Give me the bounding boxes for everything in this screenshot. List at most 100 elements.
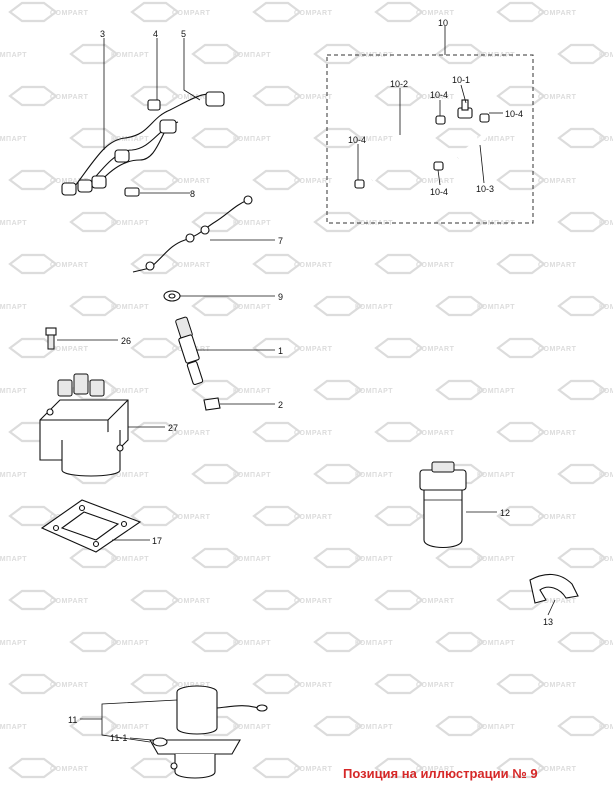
watermark-text: КОМПАРТ xyxy=(477,220,515,227)
watermark-tile: КОМПАРТ xyxy=(313,295,393,317)
watermark-tile: COMPART xyxy=(374,337,455,359)
part-10-2-hose xyxy=(369,117,442,182)
watermark-text: КОМПАРТ xyxy=(0,304,27,311)
watermark-tile: COMPART xyxy=(252,505,332,527)
watermark-tile: КОМПАРТ xyxy=(313,43,393,65)
watermark-text: COMPART xyxy=(416,262,455,269)
watermark-tile: КОМПАРТ xyxy=(435,631,515,653)
watermark-tile: КОМПАРТ xyxy=(191,463,271,485)
watermark-text: КОМПАРТ xyxy=(233,556,271,563)
watermark-text: КОМПАРТ xyxy=(111,724,149,731)
watermark-tile: COMPART xyxy=(496,85,577,107)
watermark-text: COMPART xyxy=(294,598,333,605)
watermark-text: COMPART xyxy=(294,766,333,773)
watermark-logo-icon xyxy=(374,85,424,107)
part-27-injection-pump xyxy=(39,373,129,477)
part-26-bolt xyxy=(45,327,57,350)
watermark-logo-icon xyxy=(130,505,180,527)
watermark-logo-icon xyxy=(496,253,546,275)
watermark-text: COMPART xyxy=(416,346,455,353)
watermark-tile: COMPART xyxy=(8,337,88,359)
watermark-tile: КОМПАРТ xyxy=(435,379,515,401)
watermark-tile: КОМПАРТ xyxy=(191,379,271,401)
watermark-logo-icon xyxy=(130,85,180,107)
watermark-text: КОМПАРТ xyxy=(0,472,27,479)
watermark-text: КОМПАРТ xyxy=(233,724,271,731)
watermark-logo-icon xyxy=(313,715,363,737)
watermark-tile: КОМПАРТ xyxy=(0,472,27,479)
watermark-logo-icon xyxy=(435,295,485,317)
watermark-logo-icon xyxy=(435,211,485,233)
watermark-text: COMPART xyxy=(294,262,333,269)
callout-26: 26 xyxy=(121,336,131,346)
watermark-text: КОМПАРТ xyxy=(0,556,27,563)
part-10-4-clips xyxy=(354,113,490,189)
watermark-tile: КОМПАРТ xyxy=(69,211,149,233)
watermark-tile: COMPART xyxy=(130,505,211,527)
watermark-logo-icon xyxy=(69,295,119,317)
watermark-tile: COMPART xyxy=(252,337,333,359)
part-13-bracket xyxy=(529,573,579,604)
watermark-tile: КОМПАРТ xyxy=(191,547,271,569)
watermark-tile: КОМПАРТ xyxy=(69,631,149,653)
watermark-tile: КОМПАРТ xyxy=(435,43,515,65)
watermark-tile: КОМПАРТ xyxy=(191,127,271,149)
watermark-tile: КОМПАРТ xyxy=(557,547,613,569)
watermark-text: КОМПАРТ xyxy=(599,304,613,311)
watermark-text: КОМПАРТ xyxy=(233,52,271,59)
watermark-text: КОМПАРТ xyxy=(233,640,271,647)
watermark-tile: COMPART xyxy=(252,673,333,695)
watermark-logo-icon xyxy=(252,253,302,275)
watermark-text: КОМПАРТ xyxy=(355,136,393,143)
watermark-text: COMPART xyxy=(294,682,333,689)
watermark-logo-icon xyxy=(496,85,546,107)
watermark-tile: COMPART xyxy=(374,421,454,443)
watermark-tile: COMPART xyxy=(496,421,576,443)
watermark-logo-icon xyxy=(130,337,180,359)
callout-13: 13 xyxy=(543,617,553,627)
watermark-text: КОМПАРТ xyxy=(355,304,393,311)
watermark-text: КОМПАРТ xyxy=(111,556,149,563)
watermark-text: COMPART xyxy=(538,94,577,101)
watermark-tile: COMPART xyxy=(496,169,576,191)
watermark-logo-icon xyxy=(252,505,302,527)
watermark-text: КОМПАРТ xyxy=(599,136,613,143)
watermark-tile: COMPART xyxy=(8,1,88,23)
watermark-logo-icon xyxy=(130,421,180,443)
watermark-text: COMPART xyxy=(294,346,333,353)
watermark-text: КОМПАРТ xyxy=(477,304,515,311)
watermark-text: COMPART xyxy=(50,94,89,101)
illustration-position-caption: Позиция на иллюстрации № 9 xyxy=(343,766,538,781)
watermark-text: КОМПАРТ xyxy=(355,724,393,731)
watermark-logo-icon xyxy=(8,253,58,275)
watermark-tile: COMPART xyxy=(374,673,454,695)
watermark-logo-icon xyxy=(130,1,180,23)
watermark-logo-icon xyxy=(496,421,546,443)
part-8-clamp xyxy=(124,187,140,197)
watermark-tile: КОМПАРТ xyxy=(191,43,271,65)
watermark-text: COMPART xyxy=(50,682,89,689)
callout-7: 7 xyxy=(278,236,283,246)
watermark-tile: КОМПАРТ xyxy=(0,388,27,395)
watermark-logo-icon xyxy=(313,295,363,317)
watermark-text: КОМПАРТ xyxy=(477,472,515,479)
watermark-text: COMPART xyxy=(538,766,577,773)
watermark-tile: КОМПАРТ xyxy=(0,304,27,311)
watermark-tile: COMPART xyxy=(374,253,455,275)
part-9-washer xyxy=(163,290,181,302)
watermark-tile: КОМПАРТ xyxy=(435,295,515,317)
watermark-logo-icon xyxy=(130,169,180,191)
watermark-text: COMPART xyxy=(294,430,333,437)
watermark-tile: КОМПАРТ xyxy=(313,463,393,485)
watermark-text: КОМПАРТ xyxy=(599,556,613,563)
watermark-tile: КОМПАРТ xyxy=(0,556,27,563)
watermark-tile: КОМПАРТ xyxy=(0,136,27,143)
watermark-tile: КОМПАРТ xyxy=(557,295,613,317)
watermark-text: COMPART xyxy=(538,514,577,521)
watermark-tile: COMPART xyxy=(496,1,576,23)
watermark-logo-icon xyxy=(252,589,302,611)
watermark-text: COMPART xyxy=(172,514,211,521)
watermark-logo-icon xyxy=(374,673,424,695)
